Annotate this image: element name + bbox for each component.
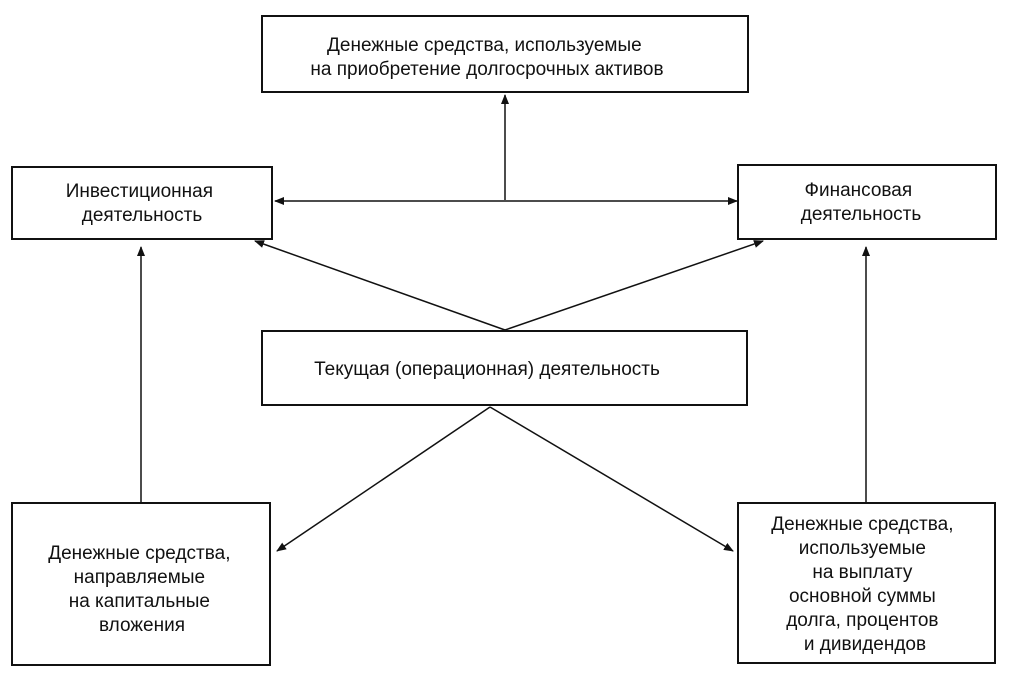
text-line: и дивидендов xyxy=(804,634,926,655)
node-long-term-assets-label: Денежные средства, используемые на приоб… xyxy=(310,35,663,80)
node-investment: Инвестиционная деятельность xyxy=(11,166,273,240)
node-financial-label: Финансовая деятельность xyxy=(801,180,922,225)
node-investment-label: Инвестиционная деятельность xyxy=(66,181,219,226)
text-line: деятельность xyxy=(801,204,922,225)
text-line: Денежные средства, xyxy=(48,543,230,564)
text-line: направляемые xyxy=(74,567,205,588)
text-line: Текущая (операционная) деятельность xyxy=(314,359,660,380)
node-capital-investments: Денежные средства, направляемые на капит… xyxy=(11,502,271,666)
node-debt-payments-label: Денежные средства, используемые на выпла… xyxy=(771,514,959,655)
node-operating-label: Текущая (операционная) деятельность xyxy=(314,359,660,380)
text-line: вложения xyxy=(99,615,185,636)
node-long-term-assets: Денежные средства, используемые на приоб… xyxy=(261,15,749,93)
edges xyxy=(137,94,870,552)
text-line: Финансовая xyxy=(805,180,913,201)
text-line: Денежные средства, используемые xyxy=(327,35,642,56)
edge-operating-debt xyxy=(489,406,734,552)
node-operating: Текущая (операционная) деятельность xyxy=(261,330,748,406)
edge-operating-capital xyxy=(276,406,491,552)
node-financial: Финансовая деятельность xyxy=(737,164,997,240)
edge-operating-investment xyxy=(254,240,506,331)
text-line: на приобретение долгосрочных активов xyxy=(310,59,663,80)
node-debt-payments: Денежные средства, используемые на выпла… xyxy=(737,502,996,664)
text-line: Денежные средства, xyxy=(771,514,953,535)
text-line: Инвестиционная xyxy=(66,181,213,202)
text-line: используемые xyxy=(799,538,926,559)
text-line: основной суммы xyxy=(789,586,936,607)
text-line: долга, процентов xyxy=(786,610,938,631)
edge-operating-financial xyxy=(504,240,764,331)
node-capital-investments-label: Денежные средства, направляемые на капит… xyxy=(48,543,236,636)
text-line: деятельность xyxy=(82,205,203,226)
text-line: на выплату xyxy=(812,562,913,583)
text-line: на капитальные xyxy=(69,591,210,612)
